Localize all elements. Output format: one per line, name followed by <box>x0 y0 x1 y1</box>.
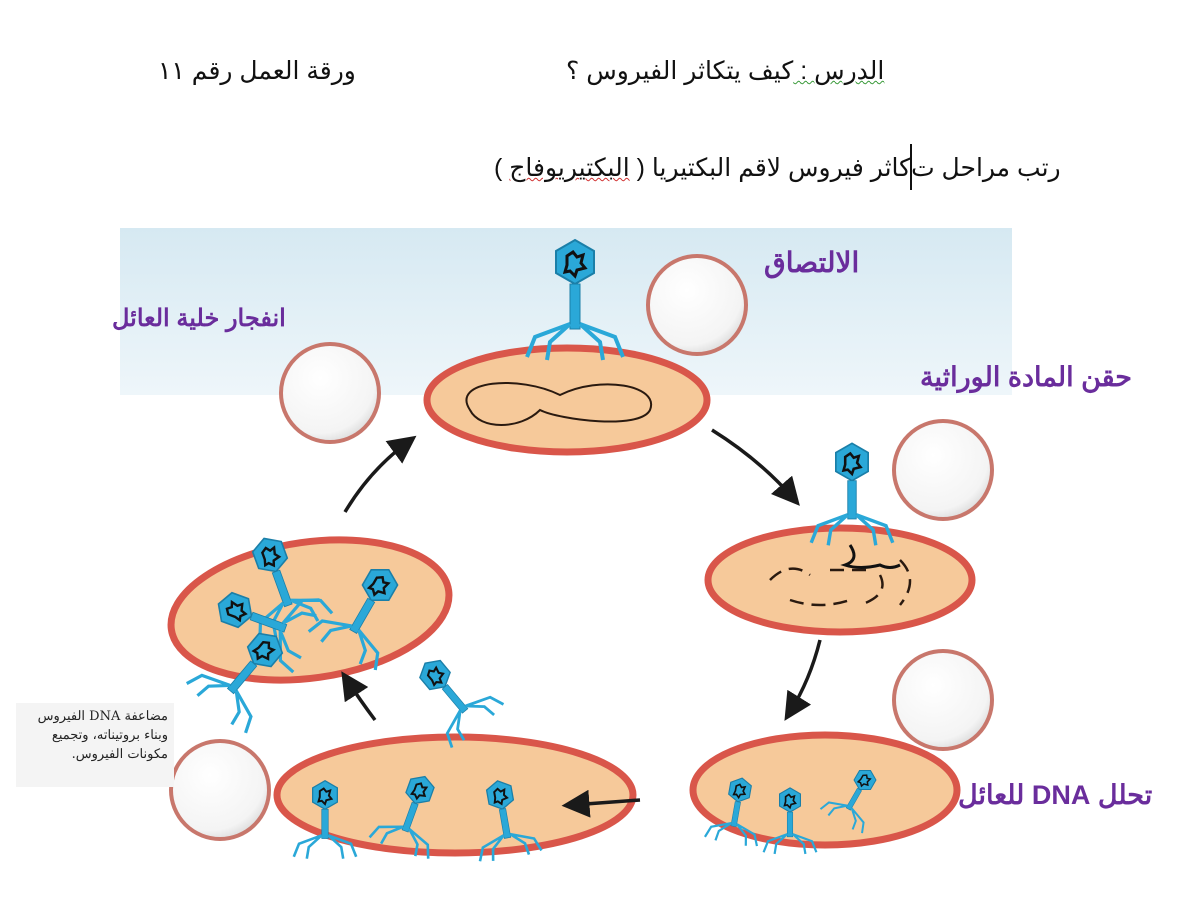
phage-tail-fibers <box>445 695 505 748</box>
phage-tail-fibers <box>368 825 430 859</box>
phage-tail <box>226 660 258 695</box>
phage-tail-fibers <box>819 801 865 834</box>
viral-dna <box>732 783 747 800</box>
instruction-term: البكتيريوفاج <box>509 154 630 182</box>
viral-dna <box>225 599 248 623</box>
injected-dna <box>840 544 901 569</box>
bacteriophage-lysis-2 <box>307 568 399 671</box>
answer-circle-lysis[interactable] <box>279 342 381 444</box>
phage-tail-fibers <box>307 619 380 671</box>
label-host-dna-breakdown: تحلل DNA للعائل <box>958 780 1153 810</box>
phage-tail-fibers <box>525 322 625 361</box>
cycle-arrow-5 <box>343 435 417 513</box>
label-lysis: انفجار خلية العائل <box>112 305 286 332</box>
instruction: رتب مراحل تكاثر فيروس لاقم البكتيريا ( ا… <box>494 144 1061 190</box>
cycle-arrow-2 <box>784 639 822 721</box>
instruction-part2: كاثر فيروس لاقم البكتيريا ( <box>629 154 912 182</box>
phage-tail-fibers <box>478 832 543 862</box>
bacterial-cell-top <box>423 344 711 456</box>
bacteriophage-assembly-6 <box>819 769 877 834</box>
bacteriophage-lysis-4 <box>185 632 284 734</box>
phage-tail <box>321 808 329 839</box>
bacteriophage-assembly-5 <box>762 787 818 855</box>
viral-dna <box>260 545 282 568</box>
phage-tail-fibers <box>762 833 818 855</box>
lesson-title: الدرس : كيف يتكاثر الفيروس ؟ <box>566 56 884 86</box>
phage-tail-fibers <box>809 513 895 546</box>
bacterial-cell-replication <box>273 733 637 857</box>
viral-dna <box>366 576 391 597</box>
phage-tail <box>786 811 794 838</box>
bacterial-cell-breakdown <box>689 731 961 849</box>
cycle-arrow-4 <box>341 671 377 722</box>
viral-dna <box>409 782 429 801</box>
bacterial-cell-injection <box>704 524 976 636</box>
bacteriophage-assembly-4 <box>703 777 759 847</box>
viral-dna <box>426 665 445 687</box>
bacteriophage-assembly-3 <box>478 780 543 862</box>
bacteriophage-injecting <box>809 442 895 546</box>
phage-tail-fibers <box>185 673 253 734</box>
viral-dna <box>562 249 588 279</box>
bacteriophage-attached <box>525 238 625 361</box>
phage-tail <box>498 808 512 839</box>
phage-tail <box>401 801 419 833</box>
viral-dna <box>317 787 334 806</box>
answer-circle-replication[interactable] <box>169 739 271 841</box>
viral-dna <box>856 774 872 788</box>
cycle-arrow-3 <box>561 789 641 818</box>
lesson-prefix: الدرس : <box>793 57 885 85</box>
phage-tail-fibers <box>292 834 358 859</box>
label-replication-note: مضاعفة DNA الفيروس وبناء بروتيناته، وتجم… <box>16 703 174 787</box>
viral-dna <box>251 640 276 661</box>
answer-circle-injection[interactable] <box>892 419 994 521</box>
fragmented-host-dna <box>769 559 912 607</box>
phage-tail <box>271 569 293 608</box>
viral-dna <box>841 451 863 477</box>
label-attachment: الالتصاق <box>764 247 860 278</box>
text-cursor <box>910 144 913 190</box>
viral-dna <box>783 793 797 810</box>
bacteriophage-assembly-1 <box>292 779 358 859</box>
phage-tail <box>847 480 857 520</box>
viral-dna <box>493 787 509 806</box>
phage-tail <box>845 787 863 811</box>
phage-tail-fibers <box>703 822 759 847</box>
label-injection: حقن المادة الوراثية <box>920 362 1132 392</box>
host-dna <box>465 382 653 426</box>
cycle-arrow-1 <box>711 428 800 506</box>
phage-tail <box>349 597 376 634</box>
bacteriophage-lysis-3 <box>217 591 320 674</box>
instruction-end: ) <box>494 154 510 182</box>
phage-tail <box>249 611 288 633</box>
answer-circle-host-dna-breakdown[interactable] <box>892 649 994 751</box>
lesson-question: كيف يتكاثر الفيروس ؟ <box>566 57 794 85</box>
instruction-part1: رتب مراحل ت <box>911 154 1061 182</box>
phage-tail <box>730 801 741 828</box>
phage-tail <box>569 283 581 330</box>
answer-circle-attachment[interactable] <box>646 254 748 356</box>
worksheet-number: ورقة العمل رقم ١١ <box>158 57 356 85</box>
phage-tail <box>441 684 469 714</box>
bacteriophage-lysis-5 <box>419 659 505 748</box>
phage-tail-fibers <box>278 598 320 674</box>
bacteriophage-assembly-2 <box>368 775 435 859</box>
